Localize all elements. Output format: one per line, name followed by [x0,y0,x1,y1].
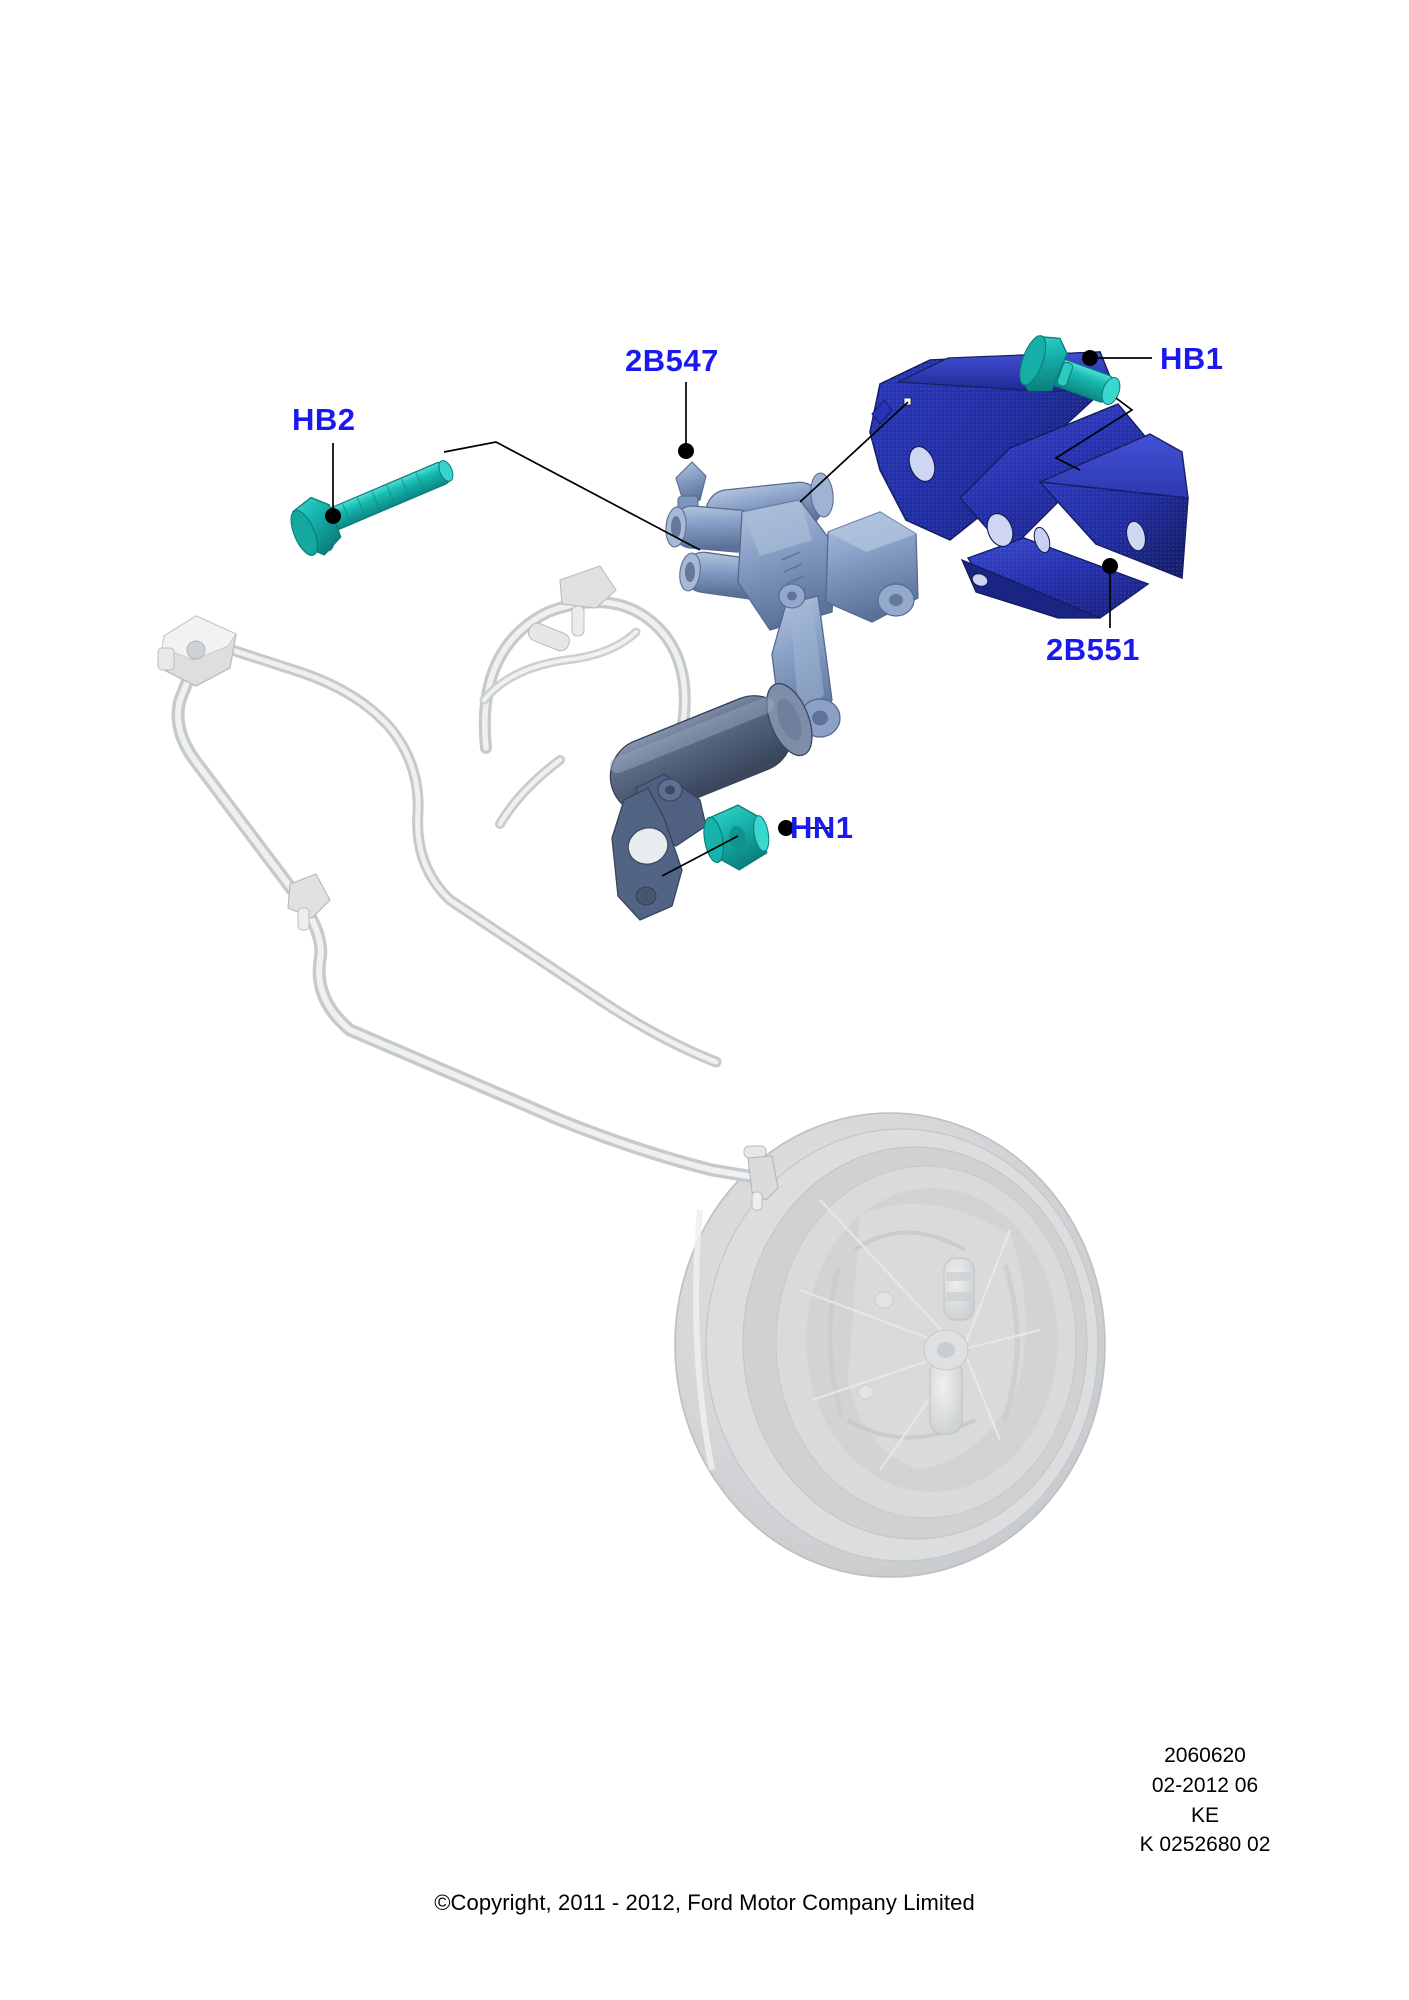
damper-mounting-arm [611,773,707,921]
hb1-stud-bolt [1019,335,1121,405]
callout-label-hb2: HB2 [292,402,356,437]
drawing-reference: K 0252680 02 [1139,1833,1271,1857]
brake-drum-assembly [674,1112,1106,1578]
drawing-number: 2060620 [1164,1744,1246,1767]
leader-lines [325,350,1152,877]
pipe-clip-drum [743,1145,779,1211]
load-sensing-damper [609,682,813,921]
pipe-connector-stub [528,622,570,652]
valve-mounting-bracket [869,351,1189,619]
callout-label-hn1: HN1 [790,810,854,845]
wheel-cylinder [943,1257,975,1321]
pipe-union-fitting [157,615,237,687]
hn1-nut [703,804,770,871]
callout-label-hb1: HB1 [1160,341,1224,376]
pipe-fittings [157,565,779,1211]
hb2-bolt [290,460,454,556]
market-code: KE [1190,1803,1219,1827]
copyright-notice: ©Copyright, 2011 - 2012, Ford Motor Comp… [0,1890,1409,1916]
drum-hub [923,1329,969,1435]
callout-label-2b551: 2B551 [1046,632,1140,667]
pipe-clip-loop [559,565,617,637]
brake-pressure-control-valve [665,461,919,743]
copyright-text: ©Copyright, 2011 - 2012, Ford Motor Comp… [434,1890,975,1915]
drawing-date-code: 02-2012 06 [1151,1773,1259,1797]
pipe-clip-mid [287,873,331,931]
callout-label-2b547: 2B547 [625,343,719,378]
drawing-meta-block: 2060620 02-2012 06 KE K 0252680 02 [1055,1741,1355,1860]
